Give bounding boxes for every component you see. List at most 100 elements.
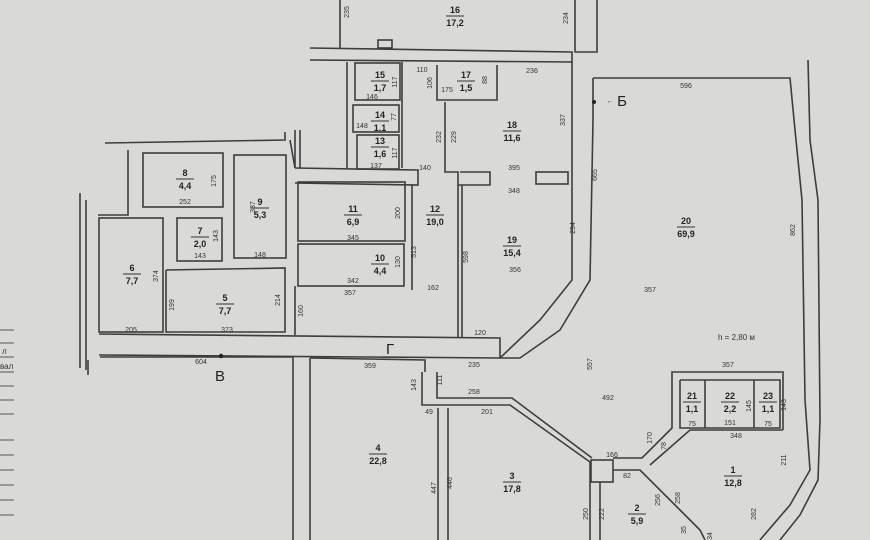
room-number: 2 xyxy=(634,503,639,513)
room-area: 22,8 xyxy=(369,456,387,466)
dimension-label: 357 xyxy=(644,287,656,294)
room-22: 222,2 xyxy=(721,391,739,414)
room-number: 15 xyxy=(375,70,385,80)
walls xyxy=(79,0,821,540)
room-number: 23 xyxy=(763,391,773,401)
dimension-label: 229 xyxy=(451,131,458,143)
dimension-label: 356 xyxy=(509,267,521,274)
room-area: 2,2 xyxy=(724,404,737,414)
dimension-label: 337 xyxy=(250,201,257,213)
marker-g: Г xyxy=(386,341,394,358)
room-labels: 112,825,9317,8422,857,767,772,084,495,31… xyxy=(123,5,777,526)
marker-b: Б xyxy=(617,93,627,110)
dimension-label: 211 xyxy=(781,454,788,465)
room-8: 84,4 xyxy=(176,168,194,191)
dimension-label: 88 xyxy=(482,76,489,84)
dimension-label: 199 xyxy=(169,299,176,311)
dimension-label: 145 xyxy=(746,400,753,412)
dimension-label: 78 xyxy=(661,442,668,450)
dimension-label: 282 xyxy=(751,508,758,520)
dimension-label: 234 xyxy=(563,12,570,24)
dimension-label: 110 xyxy=(416,67,427,74)
dimension-label: 357 xyxy=(344,290,356,297)
dimension-label: 337 xyxy=(560,114,567,126)
dimension-label: 446 xyxy=(447,477,454,489)
room-area: 1,5 xyxy=(460,83,473,93)
room-number: 17 xyxy=(461,70,471,80)
marker-v-dot xyxy=(218,353,224,359)
legend-text: вал xyxy=(0,362,14,371)
room-number: 22 xyxy=(725,391,735,401)
room-number: 21 xyxy=(687,391,697,401)
room-number: 14 xyxy=(375,110,385,120)
room-area: 1,6 xyxy=(374,149,387,159)
room-9: 95,3 xyxy=(251,197,269,220)
dimension-label: 117 xyxy=(392,76,399,87)
ceiling-height-note: h = 2,80 м xyxy=(718,333,755,342)
dimension-label: 49 xyxy=(425,409,433,416)
dimension-label: 170 xyxy=(647,432,654,444)
dimension-label: 205 xyxy=(125,327,137,334)
dimension-label: 357 xyxy=(722,362,734,369)
room-2: 25,9 xyxy=(628,503,646,526)
dimension-label: 137 xyxy=(370,163,382,170)
room-number: 8 xyxy=(182,168,187,178)
arrow-marker: ← xyxy=(607,98,614,105)
room-area: 4,4 xyxy=(179,181,192,191)
dimension-label: 166 xyxy=(606,452,618,459)
room-area: 7,7 xyxy=(126,276,139,286)
dimension-label: 222 xyxy=(599,508,606,520)
room-5: 57,7 xyxy=(216,293,234,316)
room-number: 19 xyxy=(507,235,517,245)
room-23: 231,1 xyxy=(759,391,777,414)
room-area: 5,3 xyxy=(254,210,267,220)
room-area: 11,6 xyxy=(503,133,520,143)
dimension-label: 258 xyxy=(468,389,480,396)
room-area: 1,1 xyxy=(374,123,387,133)
dimension-label: 143 xyxy=(213,230,220,242)
dimension-label: 143 xyxy=(781,399,788,411)
dimension-label: 214 xyxy=(275,294,282,306)
dimension-label: 236 xyxy=(526,68,538,75)
dimension-label: 35 xyxy=(681,526,688,534)
room-area: 5,9 xyxy=(631,516,644,526)
dimension-label: 665 xyxy=(592,169,599,181)
dimension-label: 34 xyxy=(707,532,714,540)
room-1: 112,8 xyxy=(724,465,742,488)
legend-fragment: л вал xyxy=(0,329,14,516)
room-area: 12,8 xyxy=(724,478,742,488)
room-number: 11 xyxy=(348,204,358,214)
dimension-label: 117 xyxy=(392,147,399,158)
room-area: 17,2 xyxy=(446,18,464,28)
dimension-label: 143 xyxy=(411,379,418,391)
dimension-label: 148 xyxy=(254,252,266,259)
dimension-label: 447 xyxy=(431,482,438,494)
room-number: 6 xyxy=(129,263,134,273)
dimension-label: 258 xyxy=(675,492,682,504)
marker-b-dot xyxy=(592,100,596,104)
room-16: 16 17,2 xyxy=(446,5,464,28)
room-21: 211,1 xyxy=(683,391,701,414)
room-number: 3 xyxy=(509,471,514,481)
room-area: 6,9 xyxy=(347,217,360,227)
dimension-label: 604 xyxy=(195,359,207,366)
dimension-label: 148 xyxy=(356,123,368,130)
dimension-label: 130 xyxy=(395,256,402,268)
dimension-label: 201 xyxy=(481,409,493,416)
room-number: 10 xyxy=(375,253,385,263)
room-10: 104,4 xyxy=(371,253,389,276)
dimension-label: 250 xyxy=(583,508,590,520)
room-area: 15,4 xyxy=(503,248,521,258)
dimension-label: 348 xyxy=(508,188,520,195)
dimension-label: 175 xyxy=(211,175,218,187)
dimension-label: 373 xyxy=(221,327,233,334)
dimension-label: 359 xyxy=(364,363,376,370)
room-number: 16 xyxy=(450,5,460,15)
room-number: 7 xyxy=(197,226,202,236)
dimension-label: 395 xyxy=(508,165,520,172)
dimension-label: 235 xyxy=(468,362,480,369)
dimension-label: 77 xyxy=(391,113,398,121)
